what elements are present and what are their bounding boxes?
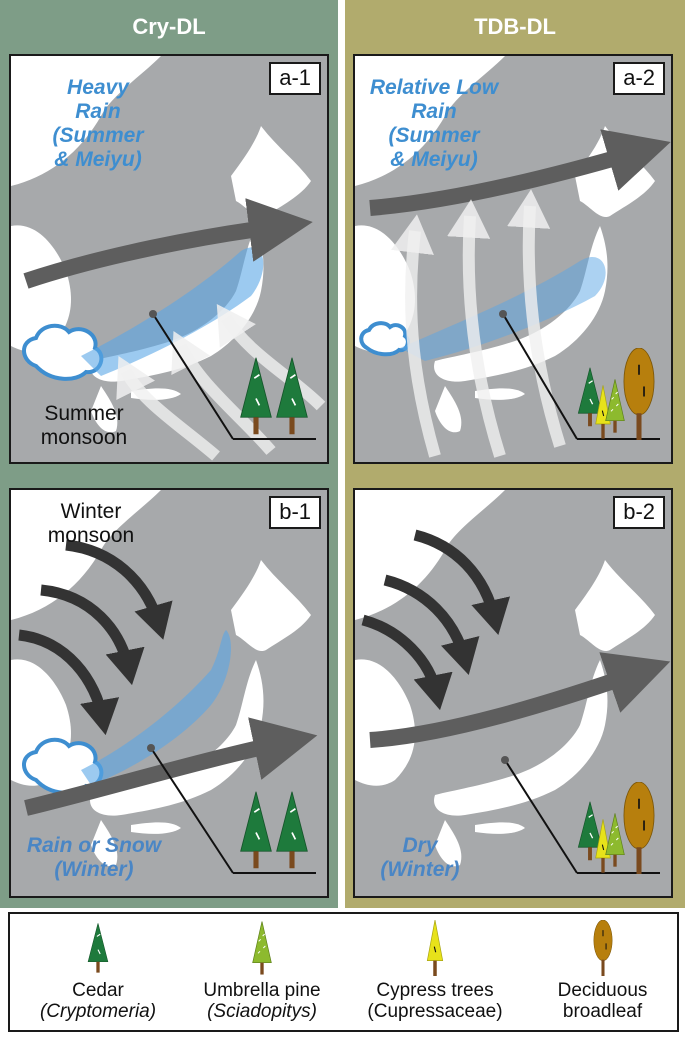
map-a2 (355, 56, 671, 458)
deciduous-icon (623, 782, 655, 874)
legend-deciduous: Deciduous broadleaf (530, 918, 675, 1022)
cedar-icon (87, 923, 109, 973)
relative-low-rain-text: Relative Low Rain (Summer & Meiyu) (369, 76, 499, 171)
map-b2 (355, 490, 671, 874)
legend-cedar: Cedar (Cryptomeria) (18, 918, 178, 1022)
panel-label-a2: a-2 (613, 62, 665, 95)
map-a1 (11, 56, 326, 461)
panel-label-b2: b-2 (613, 496, 665, 529)
rain-or-snow-text: Rain or Snow (Winter) (26, 834, 162, 881)
cry-dl-title: Cry-DL (132, 14, 206, 39)
umbrella-pine-icon (252, 921, 272, 975)
cypress-icon (426, 920, 444, 976)
cry-dl-column: Cry-DL a-1 Heavy Rain (Summer & Meiyu) S… (0, 0, 338, 908)
umbrella-pine-icon (605, 812, 625, 868)
legend: Cedar (Cryptomeria) Umbrella pine (Sciad… (8, 912, 679, 1032)
deciduous-icon (592, 920, 613, 976)
umbrella-pine-icon (605, 378, 625, 434)
dry-winter-text: Dry (Winter) (380, 834, 460, 881)
panel-label-b1: b-1 (269, 496, 321, 529)
cedar-icon (275, 790, 309, 870)
panel-label-a1: a-1 (269, 62, 321, 95)
panel-a1: a-1 Heavy Rain (Summer & Meiyu) Summer m… (9, 54, 329, 464)
heavy-rain-text: Heavy Rain (Summer & Meiyu) (52, 76, 144, 171)
legend-cypress: Cypress trees (Cupressaceae) (350, 918, 520, 1022)
legend-umbrella-pine: Umbrella pine (Sciadopitys) (182, 918, 342, 1022)
panel-b1: b-1 Winter monsoon Rain or Snow (Winter) (9, 488, 329, 898)
summer-monsoon-text: Summer monsoon (40, 402, 128, 449)
tdb-dl-title: TDB-DL (474, 14, 556, 39)
panel-b2: b-2 Dry (Winter) (353, 488, 673, 898)
panel-a2: a-2 Relative Low Rain (Summer & Meiyu) (353, 54, 673, 464)
cedar-icon (239, 790, 273, 870)
winter-monsoon-text: Winter monsoon (47, 500, 135, 547)
tdb-dl-column: TDB-DL a-2 Relative Low Rain (Summer & M… (345, 0, 685, 908)
map-b1 (11, 490, 318, 874)
deciduous-icon (623, 348, 655, 440)
